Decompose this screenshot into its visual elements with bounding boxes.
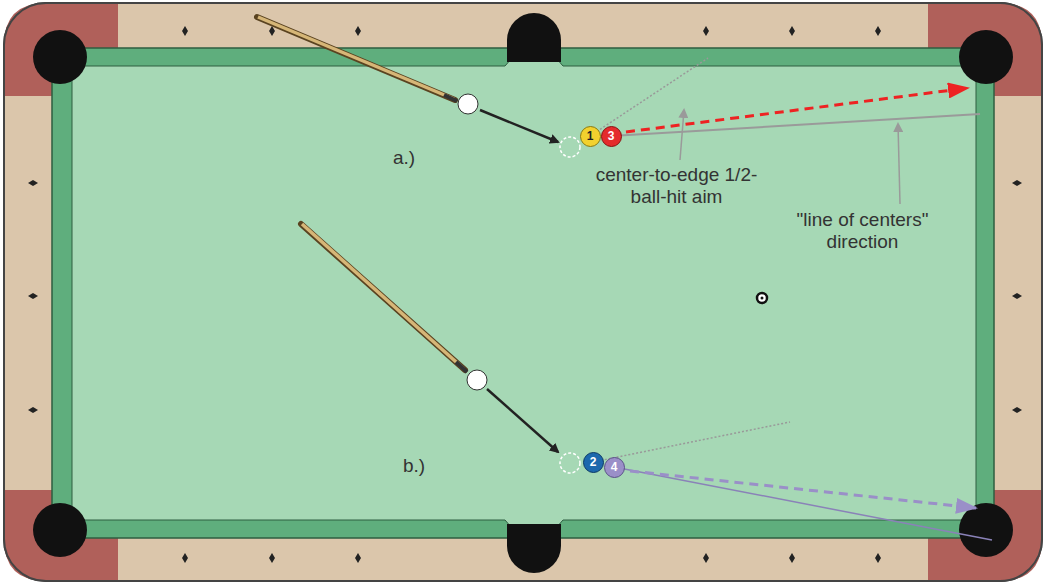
ball-number: 3 — [608, 130, 615, 142]
shot-label: a.) — [374, 147, 434, 169]
pool-ball: 2 — [583, 452, 604, 473]
ball-number: 1 — [587, 130, 594, 142]
pool-ball: 1 — [580, 126, 601, 147]
shot-label: b.) — [384, 455, 444, 477]
pool-ball: 4 — [604, 457, 625, 478]
annotation-label: "line of centers" direction — [770, 209, 955, 253]
ball-number: 4 — [611, 461, 618, 473]
ball-number: 2 — [590, 456, 597, 468]
pool-ball: 3 — [601, 126, 622, 147]
annotation-label: center-to-edge 1/2-ball-hit aim — [589, 164, 764, 208]
